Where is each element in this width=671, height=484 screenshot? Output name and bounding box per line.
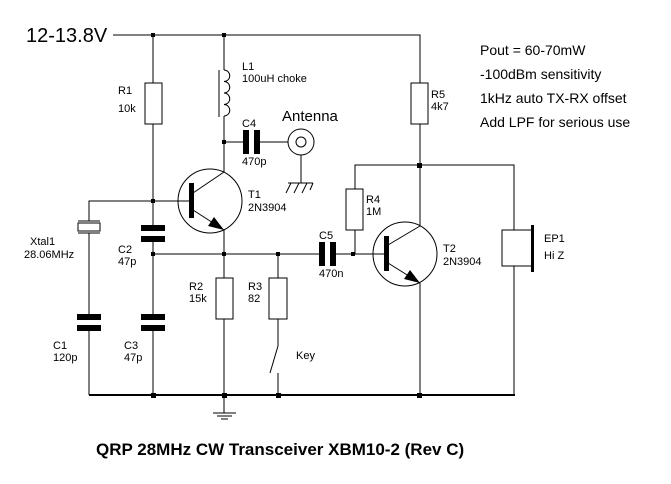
note-line: 1kHz auto TX-RX offset — [480, 90, 627, 106]
c1-ref: C1 — [53, 340, 67, 352]
chassis-ground-icon — [285, 182, 292, 194]
r5-ref: R5 — [431, 89, 445, 101]
r3-ref: R3 — [248, 281, 262, 293]
spec-notes: Pout = 60-70mW -100dBm sensitivity 1kHz … — [480, 42, 630, 130]
transistor-t1: T1 2N3904 — [153, 168, 287, 254]
r5-value: 4k7 — [431, 101, 449, 113]
r4-ref: R4 — [366, 194, 380, 206]
junction-dot — [151, 252, 155, 256]
junction-dot — [151, 393, 156, 398]
emitter-rail — [151, 252, 320, 256]
junction-dot — [417, 393, 422, 398]
key-switch: Key — [269, 345, 315, 395]
crystal-xtal1: Xtal1 28.06MHz — [24, 200, 153, 314]
xtal1-ref: Xtal1 — [30, 236, 55, 248]
r4-value: 1M — [366, 206, 381, 218]
ep1-value: Hi Z — [544, 250, 564, 262]
c5-ref: C5 — [319, 230, 333, 242]
t1-value: 2N3904 — [248, 202, 287, 214]
resistor-r2: R2 15k — [189, 254, 234, 395]
capacitor-c4: C4 470p — [222, 118, 288, 168]
antenna-label: Antenna — [282, 108, 339, 125]
r3-value: 82 — [248, 293, 260, 305]
c5-value: 470n — [319, 268, 343, 280]
resistor-r3: R3 82 — [248, 254, 288, 346]
capacitor-c2: C2 47p — [118, 201, 165, 314]
note-line: Add LPF for serious use — [480, 114, 630, 130]
c2-ref: C2 — [118, 244, 132, 256]
ground-icon — [213, 395, 236, 420]
r1-ref: R1 — [118, 85, 132, 97]
r2-value: 15k — [189, 293, 207, 305]
resistor-r4: R4 1M — [345, 188, 381, 254]
c3-value: 47p — [124, 352, 142, 364]
c4-ref: C4 — [242, 118, 256, 130]
supply-label: 12-13.8V — [26, 25, 108, 47]
junction-dot — [351, 252, 355, 256]
antenna-connector: Antenna — [282, 108, 339, 194]
l1-value: 100uH choke — [242, 73, 307, 85]
ground-rail — [88, 331, 515, 420]
c2-value: 47p — [118, 256, 136, 268]
key-label: Key — [296, 350, 315, 362]
ep1-ref: EP1 — [544, 233, 565, 245]
capacitor-c5: C5 470n — [319, 230, 385, 280]
resistor-r5: R5 4k7 — [410, 82, 449, 226]
c1-value: 120p — [53, 352, 77, 364]
transistor-t2: T2 2N3904 — [372, 221, 482, 395]
note-line: Pout = 60-70mW — [480, 42, 586, 58]
capacitor-c1: C1 120p — [53, 314, 101, 395]
t2-ref: T2 — [443, 243, 456, 255]
t2-value: 2N3904 — [443, 256, 482, 268]
resistor-r1: R1 10k — [118, 35, 163, 201]
t1-ref: T1 — [248, 189, 261, 201]
junction-dot — [276, 393, 281, 398]
r1-value: 10k — [118, 103, 136, 115]
capacitor-c3: C3 47p — [124, 314, 165, 395]
r2-ref: R2 — [189, 281, 203, 293]
inductor-l1: L1 100uH choke — [218, 35, 307, 172]
collector-node — [354, 163, 515, 230]
xtal1-value: 28.06MHz — [24, 249, 74, 261]
junction-dot — [417, 163, 422, 168]
l1-ref: L1 — [242, 61, 254, 73]
note-line: -100dBm sensitivity — [480, 66, 601, 82]
earphone-ep1: EP1 Hi Z — [501, 225, 565, 395]
schematic-title: QRP 28MHz CW Transceiver XBM10-2 (Rev C) — [96, 440, 464, 459]
c4-value: 470p — [242, 156, 266, 168]
c3-ref: C3 — [124, 340, 138, 352]
